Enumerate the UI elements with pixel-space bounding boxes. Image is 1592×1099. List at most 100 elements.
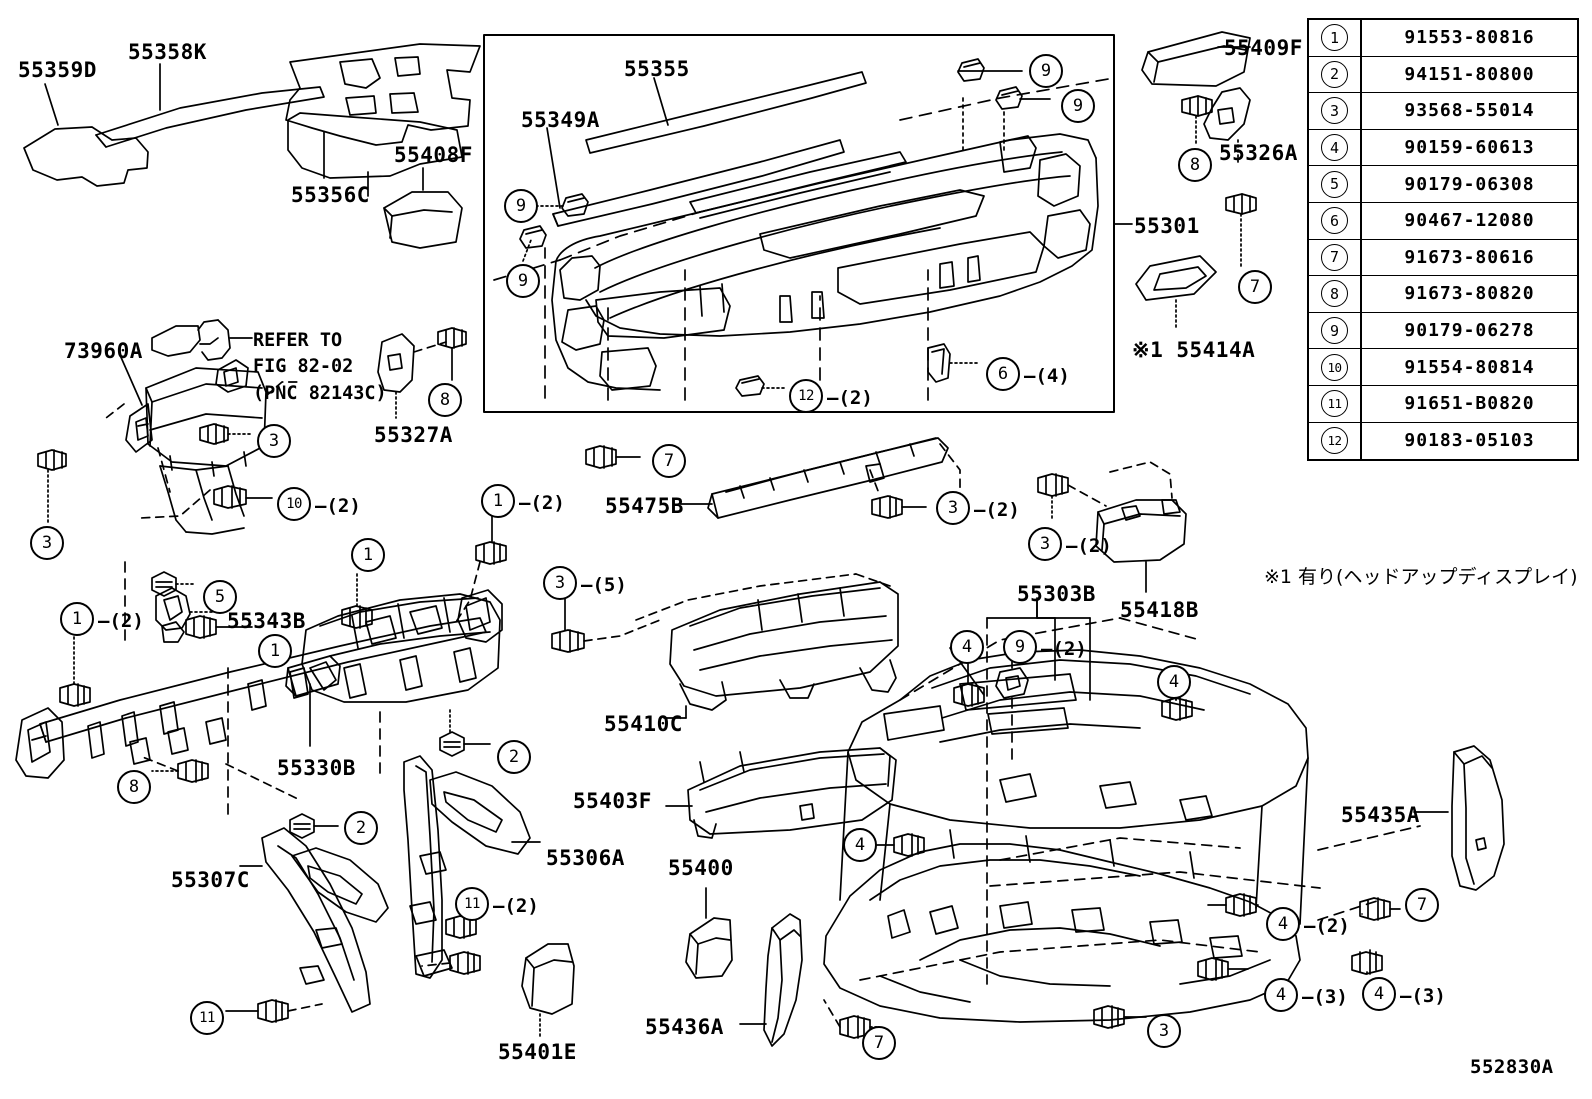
parts-table-part-number: 90159-60613 bbox=[1404, 137, 1535, 159]
callout-quantity: –(2) bbox=[315, 495, 361, 517]
parts-table-part-number: 91554-80814 bbox=[1404, 356, 1535, 378]
callout-1: 1 bbox=[258, 634, 292, 668]
callout-quantity: –(4) bbox=[1024, 365, 1070, 387]
callout-quantity: –(2) bbox=[974, 499, 1020, 521]
part-label-55403F: 55403F bbox=[573, 789, 652, 813]
refer-to-note: REFER TO FIG 82-02 (PNC 82143C) bbox=[253, 330, 387, 404]
parts-table-row: 11 91651-B0820 bbox=[1309, 385, 1577, 423]
circled-number-icon: 2 bbox=[1321, 60, 1348, 88]
parts-table-row: 6 90467-12080 bbox=[1309, 202, 1577, 240]
part-label-55408F: 55408F bbox=[394, 143, 473, 167]
callout-quantity: –(2) bbox=[519, 492, 565, 514]
circled-number-icon: 3 bbox=[1321, 97, 1348, 125]
callout-7: 7 bbox=[652, 444, 686, 478]
callout-9: 9 bbox=[1029, 54, 1063, 88]
callout-3: 3 bbox=[1028, 527, 1062, 561]
parts-table-row: 3 93568-55014 bbox=[1309, 93, 1577, 130]
parts-table-index-cell: 8 bbox=[1309, 276, 1362, 312]
callout-6: 6 bbox=[986, 357, 1020, 391]
part-label-55414A: ※1 55414A bbox=[1132, 338, 1256, 362]
callout-3: 3 bbox=[936, 491, 970, 525]
callout-9: 9 bbox=[506, 264, 540, 298]
part-label-55326A: 55326A bbox=[1219, 141, 1298, 165]
callout-quantity: –(3) bbox=[1302, 986, 1348, 1008]
parts-table-index-cell: 3 bbox=[1309, 93, 1362, 129]
circled-number-icon: 6 bbox=[1321, 207, 1348, 235]
circled-number-icon: 9 bbox=[1321, 317, 1348, 345]
parts-table-index-cell: 6 bbox=[1309, 202, 1362, 239]
circled-number-icon: 11 bbox=[1321, 390, 1348, 418]
part-label-55410C: 55410C bbox=[604, 712, 683, 736]
parts-table-part-number: 91673-80820 bbox=[1404, 283, 1535, 305]
parts-table-row: 2 94151-80800 bbox=[1309, 56, 1577, 94]
circled-number-icon: 4 bbox=[1321, 134, 1348, 162]
part-label-55343B: 55343B bbox=[227, 609, 306, 633]
callout-4: 4 bbox=[843, 828, 877, 862]
parts-table-index-cell: 4 bbox=[1309, 129, 1362, 166]
part-label-55355: 55355 bbox=[624, 57, 690, 81]
callout-4: 4 bbox=[1157, 665, 1191, 699]
parts-table-index-cell: 12 bbox=[1309, 422, 1362, 460]
callout-quantity: –(2) bbox=[493, 895, 539, 917]
part-label-55301: 55301 bbox=[1134, 214, 1200, 238]
callout-quantity: –(2) bbox=[1041, 638, 1087, 660]
callout-7: 7 bbox=[1405, 888, 1439, 922]
callout-8: 8 bbox=[428, 383, 462, 417]
callout-3: 3 bbox=[543, 566, 577, 600]
callout-2: 2 bbox=[497, 740, 531, 774]
part-label-55356C: 55356C bbox=[291, 183, 370, 207]
parts-table-part-number: 94151-80800 bbox=[1404, 63, 1535, 85]
part-label-55359D: 55359D bbox=[18, 58, 97, 82]
callout-8: 8 bbox=[1178, 148, 1212, 182]
part-label-55436A: 55436A bbox=[645, 1015, 724, 1039]
callout-quantity: –(2) bbox=[98, 610, 144, 632]
part-label-55435A: 55435A bbox=[1341, 803, 1420, 827]
part-label-55418B: 55418B bbox=[1120, 598, 1199, 622]
callout-9: 9 bbox=[1003, 630, 1037, 664]
callout-4: 4 bbox=[950, 630, 984, 664]
part-label-55307C: 55307C bbox=[171, 868, 250, 892]
part-label-55358K: 55358K bbox=[128, 40, 207, 64]
head-up-display-note: ※1 有り(ヘッドアップディスプレイ) bbox=[1264, 566, 1578, 588]
parts-table-index-cell: 5 bbox=[1309, 166, 1362, 202]
callout-11: 11 bbox=[455, 887, 489, 921]
callout-8: 8 bbox=[117, 770, 151, 804]
parts-table-row: 9 90179-06278 bbox=[1309, 312, 1577, 350]
part-label-55401E: 55401E bbox=[498, 1040, 577, 1064]
parts-table-index-cell: 11 bbox=[1309, 385, 1362, 422]
callout-quantity: –(2) bbox=[1304, 915, 1350, 937]
callout-3: 3 bbox=[1147, 1014, 1181, 1048]
part-label-55349A: 55349A bbox=[521, 108, 600, 132]
parts-table-part-number: 91651-B0820 bbox=[1404, 393, 1535, 415]
part-label-55327A: 55327A bbox=[374, 423, 453, 447]
callout-4: 4 bbox=[1264, 978, 1298, 1012]
parts-table-part-number: 91673-80616 bbox=[1404, 246, 1535, 268]
callout-11: 11 bbox=[190, 1001, 224, 1035]
parts-table-part-number: 90183-05103 bbox=[1404, 430, 1535, 452]
parts-table-part-number: 90179-06308 bbox=[1404, 173, 1535, 195]
parts-table-part-number: 90179-06278 bbox=[1404, 320, 1535, 342]
callout-quantity: –(2) bbox=[1066, 535, 1112, 557]
callout-9: 9 bbox=[1061, 89, 1095, 123]
parts-table-index-cell: 1 bbox=[1309, 20, 1362, 56]
callout-3: 3 bbox=[30, 526, 64, 560]
parts-table-part-number: 93568-55014 bbox=[1404, 100, 1535, 122]
parts-table-part-number: 90467-12080 bbox=[1404, 210, 1535, 232]
part-label-55303B: 55303B bbox=[1017, 582, 1096, 606]
circled-number-icon: 12 bbox=[1321, 427, 1348, 455]
parts-table-row: 8 91673-80820 bbox=[1309, 276, 1577, 313]
part-label-55409F: 55409F bbox=[1224, 36, 1303, 60]
parts-table-row: 4 90159-60613 bbox=[1309, 129, 1577, 167]
parts-table-row: 12 90183-05103 bbox=[1309, 422, 1577, 460]
circled-number-icon: 5 bbox=[1321, 170, 1348, 198]
part-label-55330B: 55330B bbox=[277, 756, 356, 780]
part-label-55475B: 55475B bbox=[605, 494, 684, 518]
diagram-id: 552830A bbox=[1470, 1056, 1554, 1078]
callout-5: 5 bbox=[203, 580, 237, 614]
callout-7: 7 bbox=[1238, 270, 1272, 304]
